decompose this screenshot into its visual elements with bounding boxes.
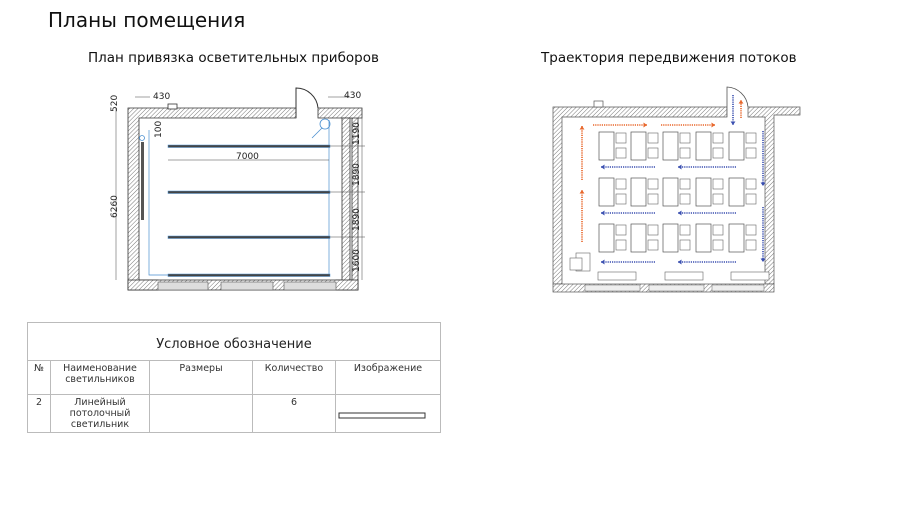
chair (712, 147, 724, 159)
legend-title: Условное обозначение (27, 322, 441, 361)
dim-right-4: 1600 (352, 249, 362, 272)
header-num: № (27, 360, 51, 395)
chair (647, 239, 659, 251)
flow-arrowhead (579, 190, 585, 194)
legend-table: Условное обозначение № Наименование свет… (27, 322, 441, 433)
dim-left-total: 6260 (110, 195, 120, 218)
flow-arrowhead (760, 182, 766, 186)
dim-right-2: 1890 (352, 163, 362, 186)
row-size (149, 394, 253, 433)
chair (679, 224, 691, 236)
dim-offset: 100 (154, 121, 164, 138)
chair (679, 132, 691, 144)
flow-arrowhead (678, 164, 682, 170)
flow-arrowhead (579, 126, 585, 130)
dim-right-1: 1190 (352, 122, 362, 145)
desk (728, 177, 745, 207)
chair (712, 193, 724, 205)
header-size: Размеры (149, 360, 253, 395)
lighting-plan-title: План привязка осветительных приборов (88, 50, 379, 66)
chair (745, 239, 757, 251)
dim-right-3: 1890 (352, 208, 362, 231)
chair (679, 178, 691, 190)
chair (745, 178, 757, 190)
chair (745, 193, 757, 205)
chair (615, 239, 627, 251)
header-image: Изображение (335, 360, 441, 395)
header-qty: Количество (252, 360, 336, 395)
flow-arrowhead (730, 121, 736, 125)
row-qty: 6 (252, 394, 336, 433)
chair (615, 132, 627, 144)
header-name: Наименование светильников (50, 360, 150, 395)
desk (662, 177, 679, 207)
flow-arrowhead (601, 164, 605, 170)
flow-arrowhead (601, 259, 605, 265)
chair (647, 132, 659, 144)
chair (615, 193, 627, 205)
flow-arrowhead (678, 210, 682, 216)
row-image (335, 394, 441, 433)
chair (615, 147, 627, 159)
chair (745, 132, 757, 144)
chair (679, 193, 691, 205)
dim-top-right: 430 (344, 91, 361, 101)
desk-groups (598, 131, 757, 253)
flow-arrowhead (738, 100, 744, 104)
chair (647, 193, 659, 205)
flow-arrowhead (760, 258, 766, 262)
chair (679, 147, 691, 159)
desk (630, 131, 647, 161)
chair (712, 132, 724, 144)
chair (745, 147, 757, 159)
chair (647, 178, 659, 190)
lighting-plan: 430 430 7000 520 6260 100 1190 1890 1890… (110, 87, 365, 291)
chair (712, 239, 724, 251)
flow-arrows (579, 95, 766, 265)
ceiling-light-fixtures (167, 144, 331, 277)
desk (598, 131, 615, 161)
chair (647, 224, 659, 236)
chair (712, 224, 724, 236)
chair (745, 224, 757, 236)
dim-top-left: 430 (153, 92, 170, 102)
wall-light-fixture (141, 142, 144, 220)
dim-left-top: 520 (110, 95, 120, 112)
flow-arrowhead (711, 122, 715, 128)
flow-plan-title: Траектория передвижения потоков (541, 50, 797, 66)
row-name: Линейный потолочный светильник (50, 394, 150, 433)
page-title: Планы помещения (48, 8, 246, 32)
desk (728, 223, 745, 253)
flow-arrowhead (601, 210, 605, 216)
desk (630, 177, 647, 207)
dim-length: 7000 (236, 152, 259, 162)
desk (662, 131, 679, 161)
chair (712, 178, 724, 190)
chair (647, 147, 659, 159)
desk (598, 223, 615, 253)
desk (695, 177, 712, 207)
chair (679, 239, 691, 251)
chair (615, 224, 627, 236)
desk (598, 177, 615, 207)
desk (662, 223, 679, 253)
flow-arrowhead (678, 259, 682, 265)
desk (630, 223, 647, 253)
flow-plan (552, 86, 801, 293)
flow-arrowhead (643, 122, 647, 128)
table-row: 2 Линейный потолочный светильник 6 (27, 394, 441, 433)
row-num: 2 (27, 394, 51, 433)
desk (695, 223, 712, 253)
desk (728, 131, 745, 161)
desk (695, 131, 712, 161)
chair (615, 178, 627, 190)
